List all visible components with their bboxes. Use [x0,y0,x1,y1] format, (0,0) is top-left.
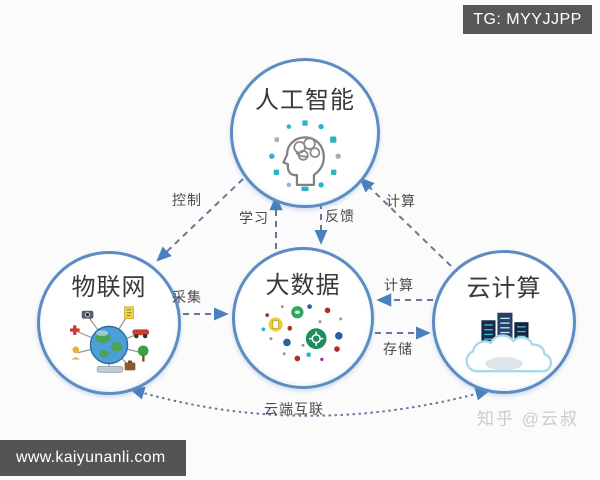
node-title-ai: 人工智能 [255,87,355,114]
node-cloud-computing: 云计算 [432,250,576,394]
node-internet-of-things: 物联网 [37,251,181,395]
cloud-servers-icon [465,312,553,373]
node-title-bigdata: 大数据 [265,272,341,299]
bigdata-dots-icon [261,303,343,361]
edge-label-collect: 采集 [172,289,202,305]
tg-contact-badge: TG: MYYJJPP [463,5,592,34]
node-title-iot: 物联网 [71,274,147,301]
node-title-cloud: 云计算 [466,275,542,302]
ai-brain-icon [269,119,341,191]
edge-label-feedback: 反馈 [325,208,355,224]
edge-compute-ai-line [359,177,452,267]
edge-label-store: 存储 [383,341,413,357]
edge-label-control: 控制 [172,192,202,208]
node-big-data: 大数据 [232,247,374,389]
edge-label-compute-bd: 计算 [384,277,414,293]
edge-label-learn: 学习 [239,210,269,226]
edge-control-line [156,178,244,262]
edge-label-interlink: 云端互联 [264,401,324,417]
iot-globe-icon [69,305,150,373]
website-url-badge: www.kaiyunanli.com [0,440,186,476]
edge-label-compute-ai: 计算 [386,193,416,209]
node-artificial-intelligence: 人工智能 [230,58,380,208]
zhihu-watermark: 知乎 @云叔 [477,409,579,429]
